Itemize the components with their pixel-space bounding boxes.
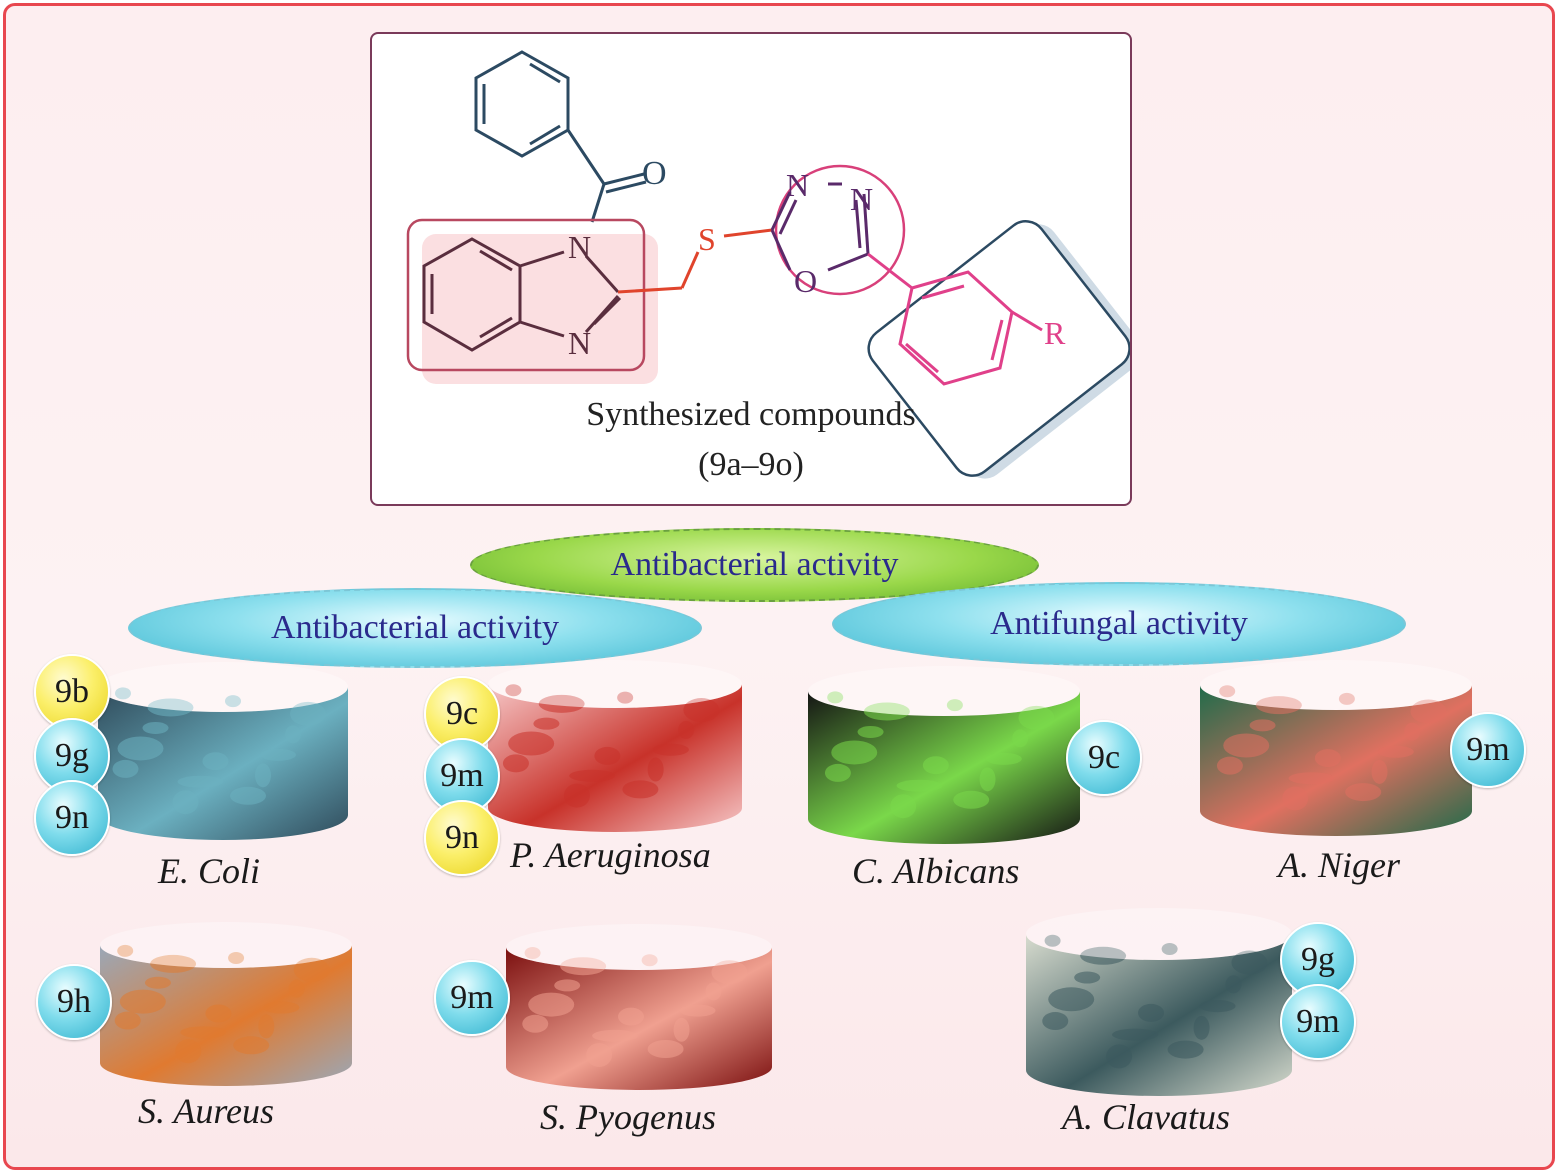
benzoyl-ring	[474, 50, 647, 223]
label-p-aeruginosa: P. Aeruginosa	[510, 835, 711, 875]
antibacterial-ellipse: Antibacterial activity	[128, 588, 702, 668]
badge-s-aureus-1: 9h	[36, 964, 112, 1040]
atom-n2: N	[568, 325, 591, 361]
label-c-albicans: C. Albicans	[852, 851, 1020, 891]
cylinder-image	[98, 662, 348, 840]
cylinder-a-niger	[1200, 660, 1472, 836]
cylinder-c-albicans	[808, 666, 1080, 844]
aryl-ring	[867, 252, 1043, 386]
badge-e-coli-1: 9b	[34, 654, 110, 730]
compound-structure: O N N S	[406, 50, 1142, 479]
compound-caption-line2: (9a–9o)	[698, 446, 804, 483]
top-activity-ellipse: Antibacterial activity	[470, 528, 1039, 602]
atom-r: R	[1044, 315, 1066, 351]
badge-p-aeruginosa-3: 9n	[424, 800, 500, 876]
compound-structure-box: O N N S	[370, 32, 1142, 506]
cylinder-e-coli	[98, 662, 348, 840]
atom-n1: N	[568, 229, 591, 265]
oxadiazole	[770, 182, 870, 272]
atom-o2: O	[794, 263, 817, 299]
antifungal-ellipse: Antifungal activity	[832, 582, 1406, 666]
badge-p-aeruginosa-1: 9c	[424, 676, 500, 752]
cylinder-p-aeruginosa	[488, 660, 742, 832]
atom-o: O	[642, 155, 667, 192]
cylinder-image	[488, 660, 742, 832]
atom-s: S	[698, 221, 716, 257]
compound-caption-line1: Synthesized compounds	[586, 396, 916, 433]
badge-a-clavatus-2: 9m	[1280, 984, 1356, 1060]
cylinder-image	[808, 666, 1080, 844]
badge-e-coli-3: 9n	[34, 780, 110, 856]
cylinder-s-aureus	[100, 922, 352, 1086]
label-e-coli: E. Coli	[158, 851, 261, 891]
benzimidazole	[422, 237, 622, 352]
atom-n3: N	[786, 167, 809, 203]
cylinder-image	[100, 922, 352, 1086]
cylinder-a-clavatus	[1026, 908, 1292, 1096]
atom-n4: N	[850, 181, 873, 217]
label-a-niger: A. Niger	[1278, 845, 1400, 885]
badge-s-pyogenus-1: 9m	[434, 960, 510, 1036]
cylinder-image	[1026, 908, 1292, 1096]
badge-c-albicans-1: 9c	[1066, 720, 1142, 796]
badge-a-niger-1: 9m	[1450, 712, 1526, 788]
label-a-clavatus: A. Clavatus	[1062, 1097, 1230, 1137]
cylinder-image	[1200, 660, 1472, 836]
label-s-pyogenus: S. Pyogenus	[540, 1097, 716, 1137]
cylinder-s-pyogenus	[506, 924, 772, 1090]
label-s-aureus: S. Aureus	[138, 1091, 275, 1131]
cylinder-image	[506, 924, 772, 1090]
